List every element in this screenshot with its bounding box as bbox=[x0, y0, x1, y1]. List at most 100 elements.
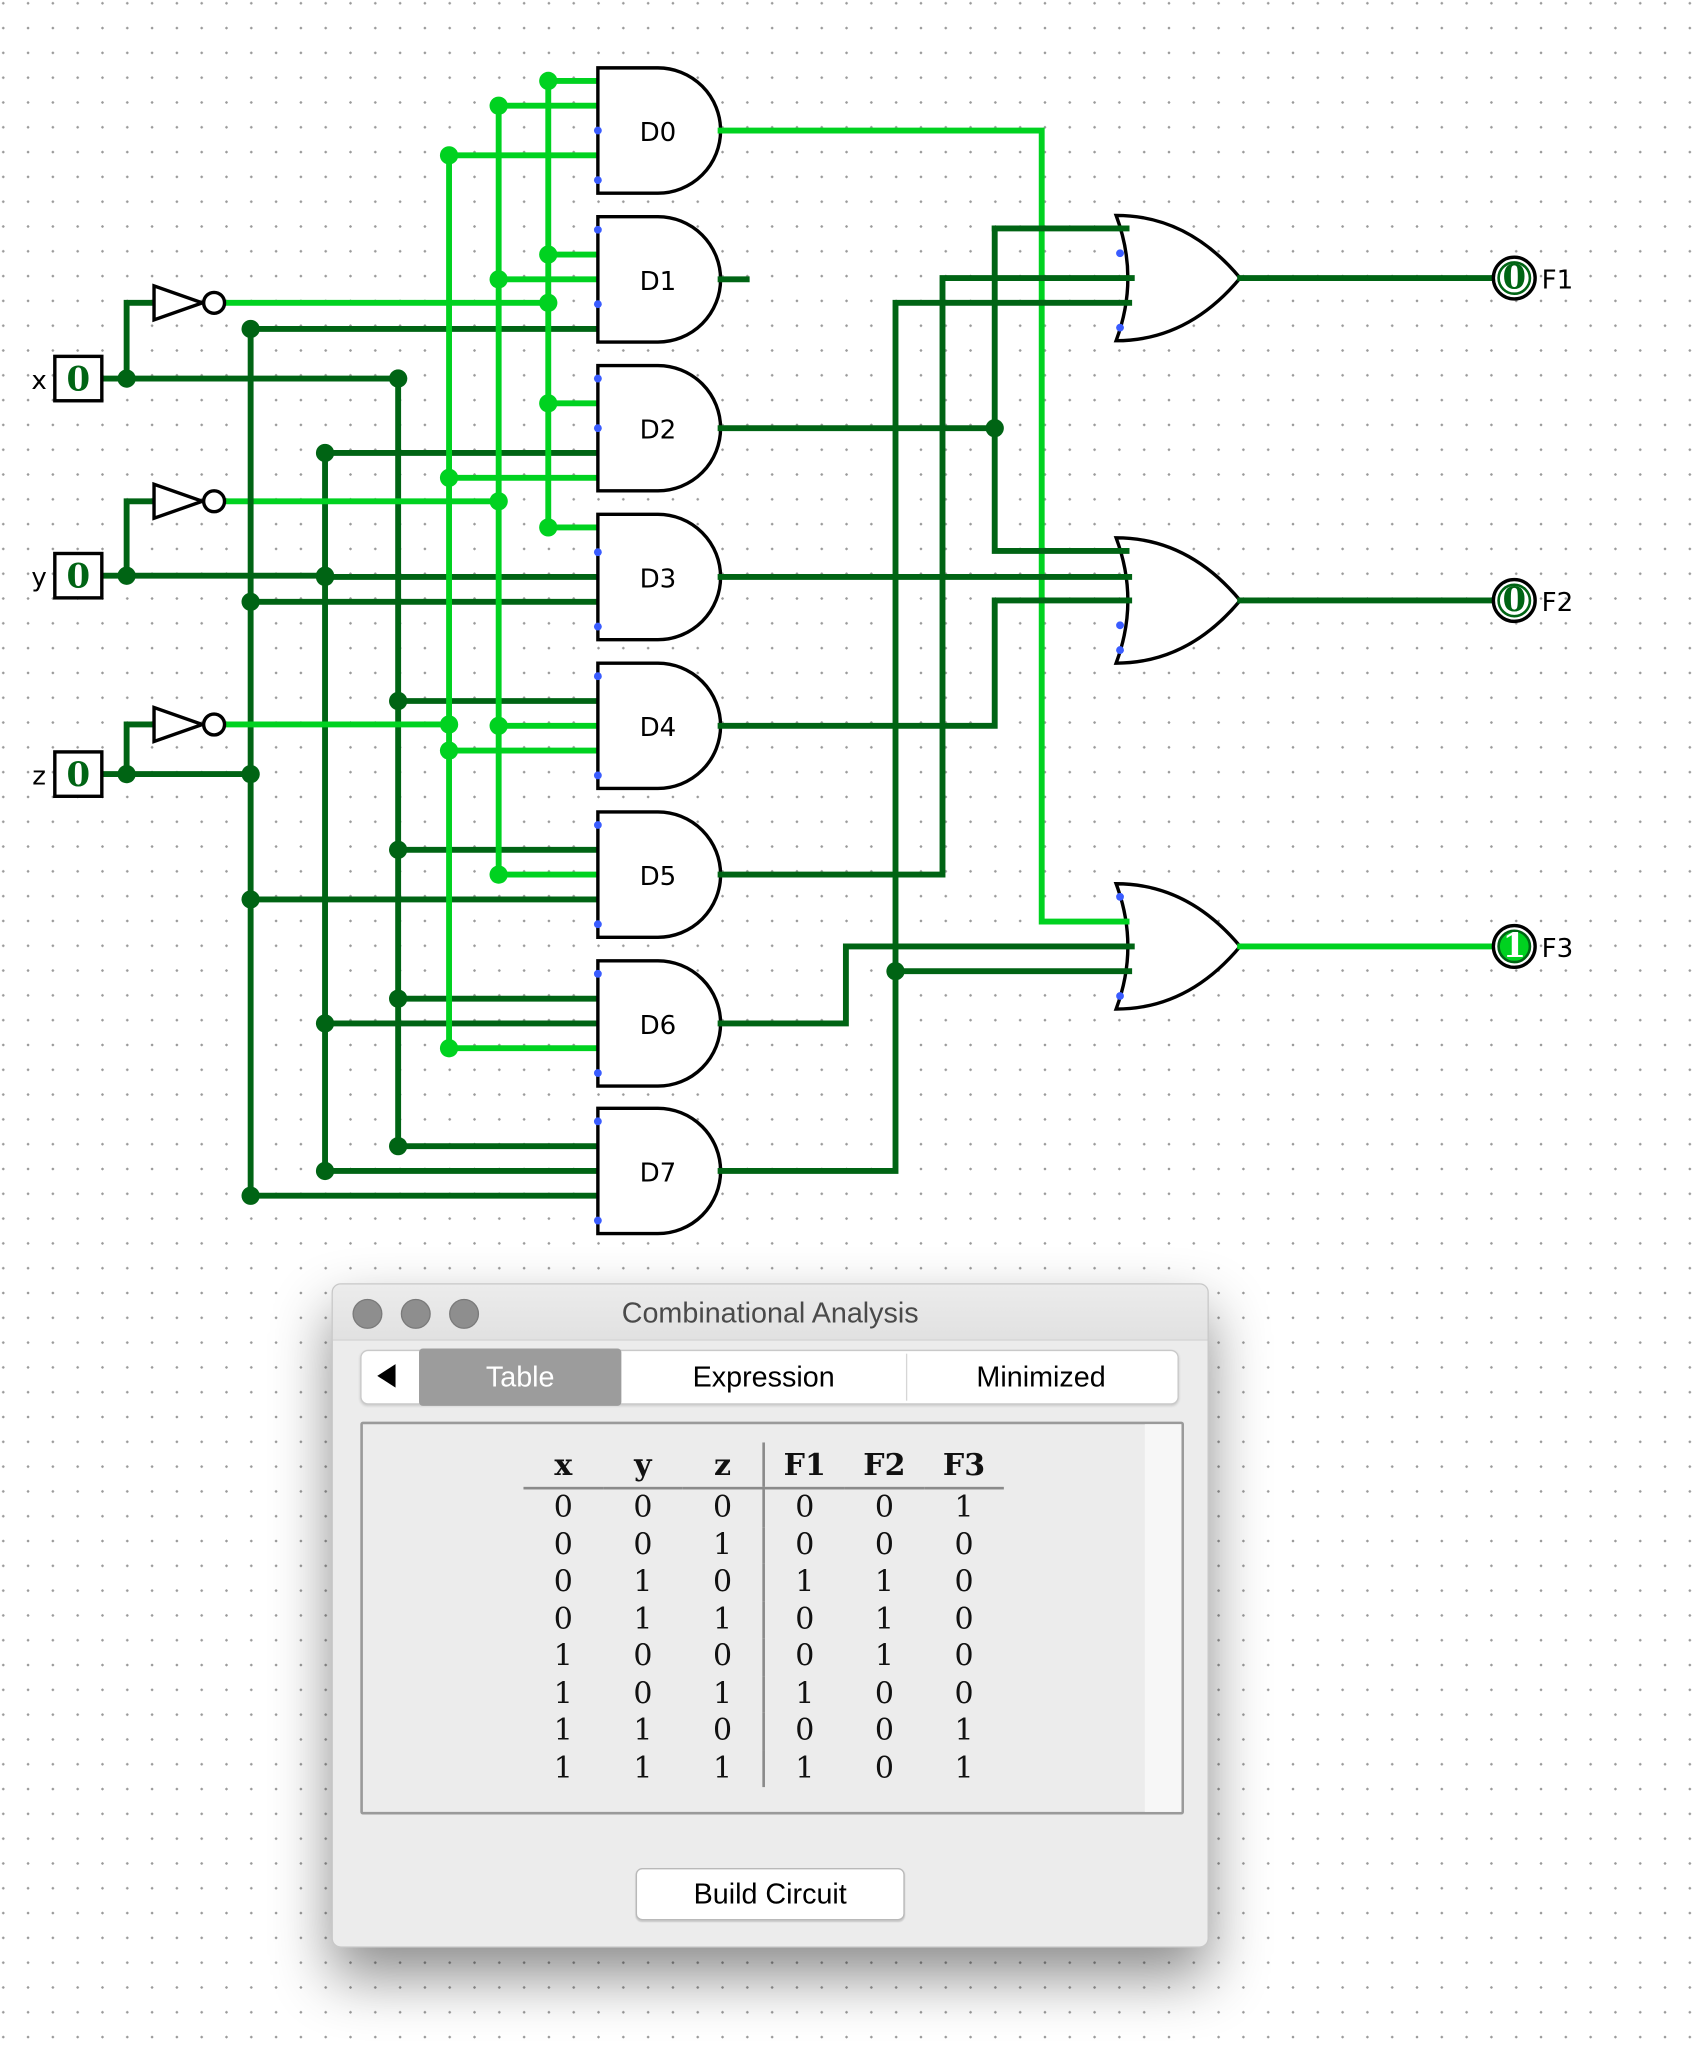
wire[interactable] bbox=[123, 721, 157, 778]
table-cell[interactable]: 0 bbox=[762, 1526, 845, 1564]
table-cell[interactable]: 0 bbox=[553, 1565, 573, 1600]
table-cell[interactable]: 0 bbox=[874, 1751, 894, 1786]
table-cell[interactable]: 0 bbox=[553, 1602, 573, 1637]
and-gate-d2[interactable] bbox=[596, 363, 723, 493]
unconnected-pin bbox=[593, 622, 602, 631]
wire[interactable] bbox=[123, 299, 157, 382]
table-cell[interactable]: 1 bbox=[954, 1491, 974, 1526]
and-gate-d4[interactable] bbox=[596, 661, 723, 791]
table-cell[interactable]: 1 bbox=[954, 1714, 974, 1749]
table-cell[interactable]: 1 bbox=[712, 1602, 733, 1637]
table-cell[interactable]: 0 bbox=[762, 1601, 845, 1639]
output-led-icon bbox=[1497, 929, 1532, 964]
tab-table[interactable]: Table bbox=[419, 1348, 622, 1406]
table-cell[interactable]: 0 bbox=[762, 1712, 845, 1750]
table-cell[interactable]: 1 bbox=[553, 1639, 573, 1674]
table-cell[interactable]: 1 bbox=[712, 1751, 733, 1786]
table-cell[interactable]: 0 bbox=[874, 1677, 894, 1712]
wire[interactable] bbox=[717, 943, 1135, 1027]
table-cell[interactable]: 0 bbox=[633, 1677, 653, 1712]
zoom-window-button[interactable] bbox=[449, 1298, 480, 1329]
table-cell[interactable]: 0 bbox=[874, 1714, 894, 1749]
table-cell[interactable]: 1 bbox=[633, 1714, 653, 1749]
input-pin-x[interactable] bbox=[53, 354, 104, 403]
wire[interactable] bbox=[717, 275, 1135, 878]
wire[interactable] bbox=[717, 127, 1130, 925]
input-pin-z[interactable] bbox=[53, 750, 104, 798]
close-window-button[interactable] bbox=[352, 1298, 383, 1329]
wire[interactable] bbox=[717, 299, 1133, 1174]
wire[interactable] bbox=[717, 597, 1133, 729]
and-gate-label: D4 bbox=[640, 713, 677, 743]
table-cell[interactable]: 0 bbox=[633, 1491, 653, 1526]
table-cell[interactable]: 0 bbox=[954, 1602, 974, 1637]
table-cell[interactable]: 0 bbox=[553, 1528, 573, 1563]
not-gate-y[interactable] bbox=[152, 481, 208, 521]
column-header-f3: F3 bbox=[924, 1442, 1004, 1490]
table-cell[interactable]: 0 bbox=[553, 1491, 573, 1526]
table-cell[interactable]: 0 bbox=[633, 1639, 653, 1674]
table-cell[interactable]: 1 bbox=[553, 1714, 573, 1749]
table-cell[interactable]: 0 bbox=[712, 1491, 733, 1526]
table-cell[interactable]: 1 bbox=[553, 1677, 573, 1712]
table-cell[interactable]: 0 bbox=[874, 1528, 894, 1563]
or-gate-f2[interactable] bbox=[1113, 536, 1243, 665]
wire-junction bbox=[117, 764, 136, 784]
table-cell[interactable]: 1 bbox=[954, 1751, 974, 1786]
scroll-tabs-left-icon[interactable] bbox=[377, 1364, 396, 1388]
table-cell[interactable]: 1 bbox=[874, 1565, 894, 1600]
wire[interactable] bbox=[991, 225, 1130, 554]
table-cell[interactable]: 1 bbox=[874, 1639, 894, 1674]
table-cell[interactable]: 0 bbox=[762, 1488, 845, 1527]
table-cell[interactable]: 1 bbox=[633, 1602, 653, 1637]
table-cell[interactable]: 0 bbox=[712, 1714, 733, 1749]
unconnected-pin bbox=[593, 176, 602, 185]
and-gate-d6[interactable] bbox=[596, 959, 723, 1088]
wire-junction bbox=[539, 293, 558, 312]
table-cell[interactable]: 1 bbox=[633, 1751, 653, 1786]
tab-minimized[interactable]: Minimized bbox=[976, 1360, 1106, 1393]
build-circuit-button[interactable]: Build Circuit bbox=[635, 1868, 905, 1921]
table-cell[interactable]: 0 bbox=[954, 1639, 974, 1674]
table-cell[interactable]: 1 bbox=[553, 1751, 573, 1786]
table-cell[interactable]: 1 bbox=[762, 1675, 845, 1713]
and-gate-d0[interactable] bbox=[596, 66, 723, 195]
table-cell[interactable]: 1 bbox=[712, 1528, 733, 1563]
table-cell[interactable]: 1 bbox=[762, 1563, 845, 1602]
input-pin-y[interactable] bbox=[53, 551, 104, 600]
table-cell[interactable]: 0 bbox=[954, 1677, 974, 1712]
table-cell[interactable]: 0 bbox=[633, 1528, 653, 1563]
unconnected-pin bbox=[593, 225, 602, 234]
not-gate-z[interactable] bbox=[152, 705, 208, 744]
and-gate-d7[interactable] bbox=[596, 1106, 723, 1236]
input-label-x: x bbox=[31, 366, 46, 396]
table-cell[interactable]: 0 bbox=[874, 1491, 894, 1526]
and-gate-d3[interactable] bbox=[596, 512, 723, 642]
and-gate-d5[interactable] bbox=[596, 810, 723, 939]
table-cell[interactable]: 1 bbox=[633, 1565, 653, 1600]
not-gate-x[interactable] bbox=[152, 283, 208, 323]
table-cell[interactable]: 1 bbox=[874, 1602, 894, 1637]
table-cell[interactable]: 0 bbox=[712, 1639, 733, 1674]
table-cell[interactable]: 0 bbox=[712, 1565, 733, 1600]
or-gate-f1[interactable] bbox=[1113, 213, 1243, 343]
wire[interactable] bbox=[123, 498, 157, 579]
table-cell[interactable]: 1 bbox=[762, 1749, 845, 1788]
scrollbar[interactable] bbox=[1144, 1424, 1182, 1812]
minimize-window-button[interactable] bbox=[400, 1298, 431, 1329]
title-bar[interactable]: Combinational Analysis bbox=[332, 1284, 1208, 1341]
window-title: Combinational Analysis bbox=[621, 1296, 919, 1329]
table-cell[interactable]: 0 bbox=[954, 1565, 974, 1600]
and-gate-d1[interactable] bbox=[596, 214, 723, 344]
tab-expression[interactable]: Expression bbox=[692, 1360, 835, 1393]
input-pin-value: 0 bbox=[67, 359, 91, 399]
combinational-analysis-window: Combinational Analysis Table Expression … bbox=[331, 1283, 1209, 1948]
or-gate-f3[interactable] bbox=[1113, 882, 1243, 1011]
table-cell[interactable]: 0 bbox=[762, 1638, 845, 1676]
table-cell[interactable]: 0 bbox=[954, 1528, 974, 1563]
table-cell[interactable]: 1 bbox=[712, 1677, 733, 1712]
